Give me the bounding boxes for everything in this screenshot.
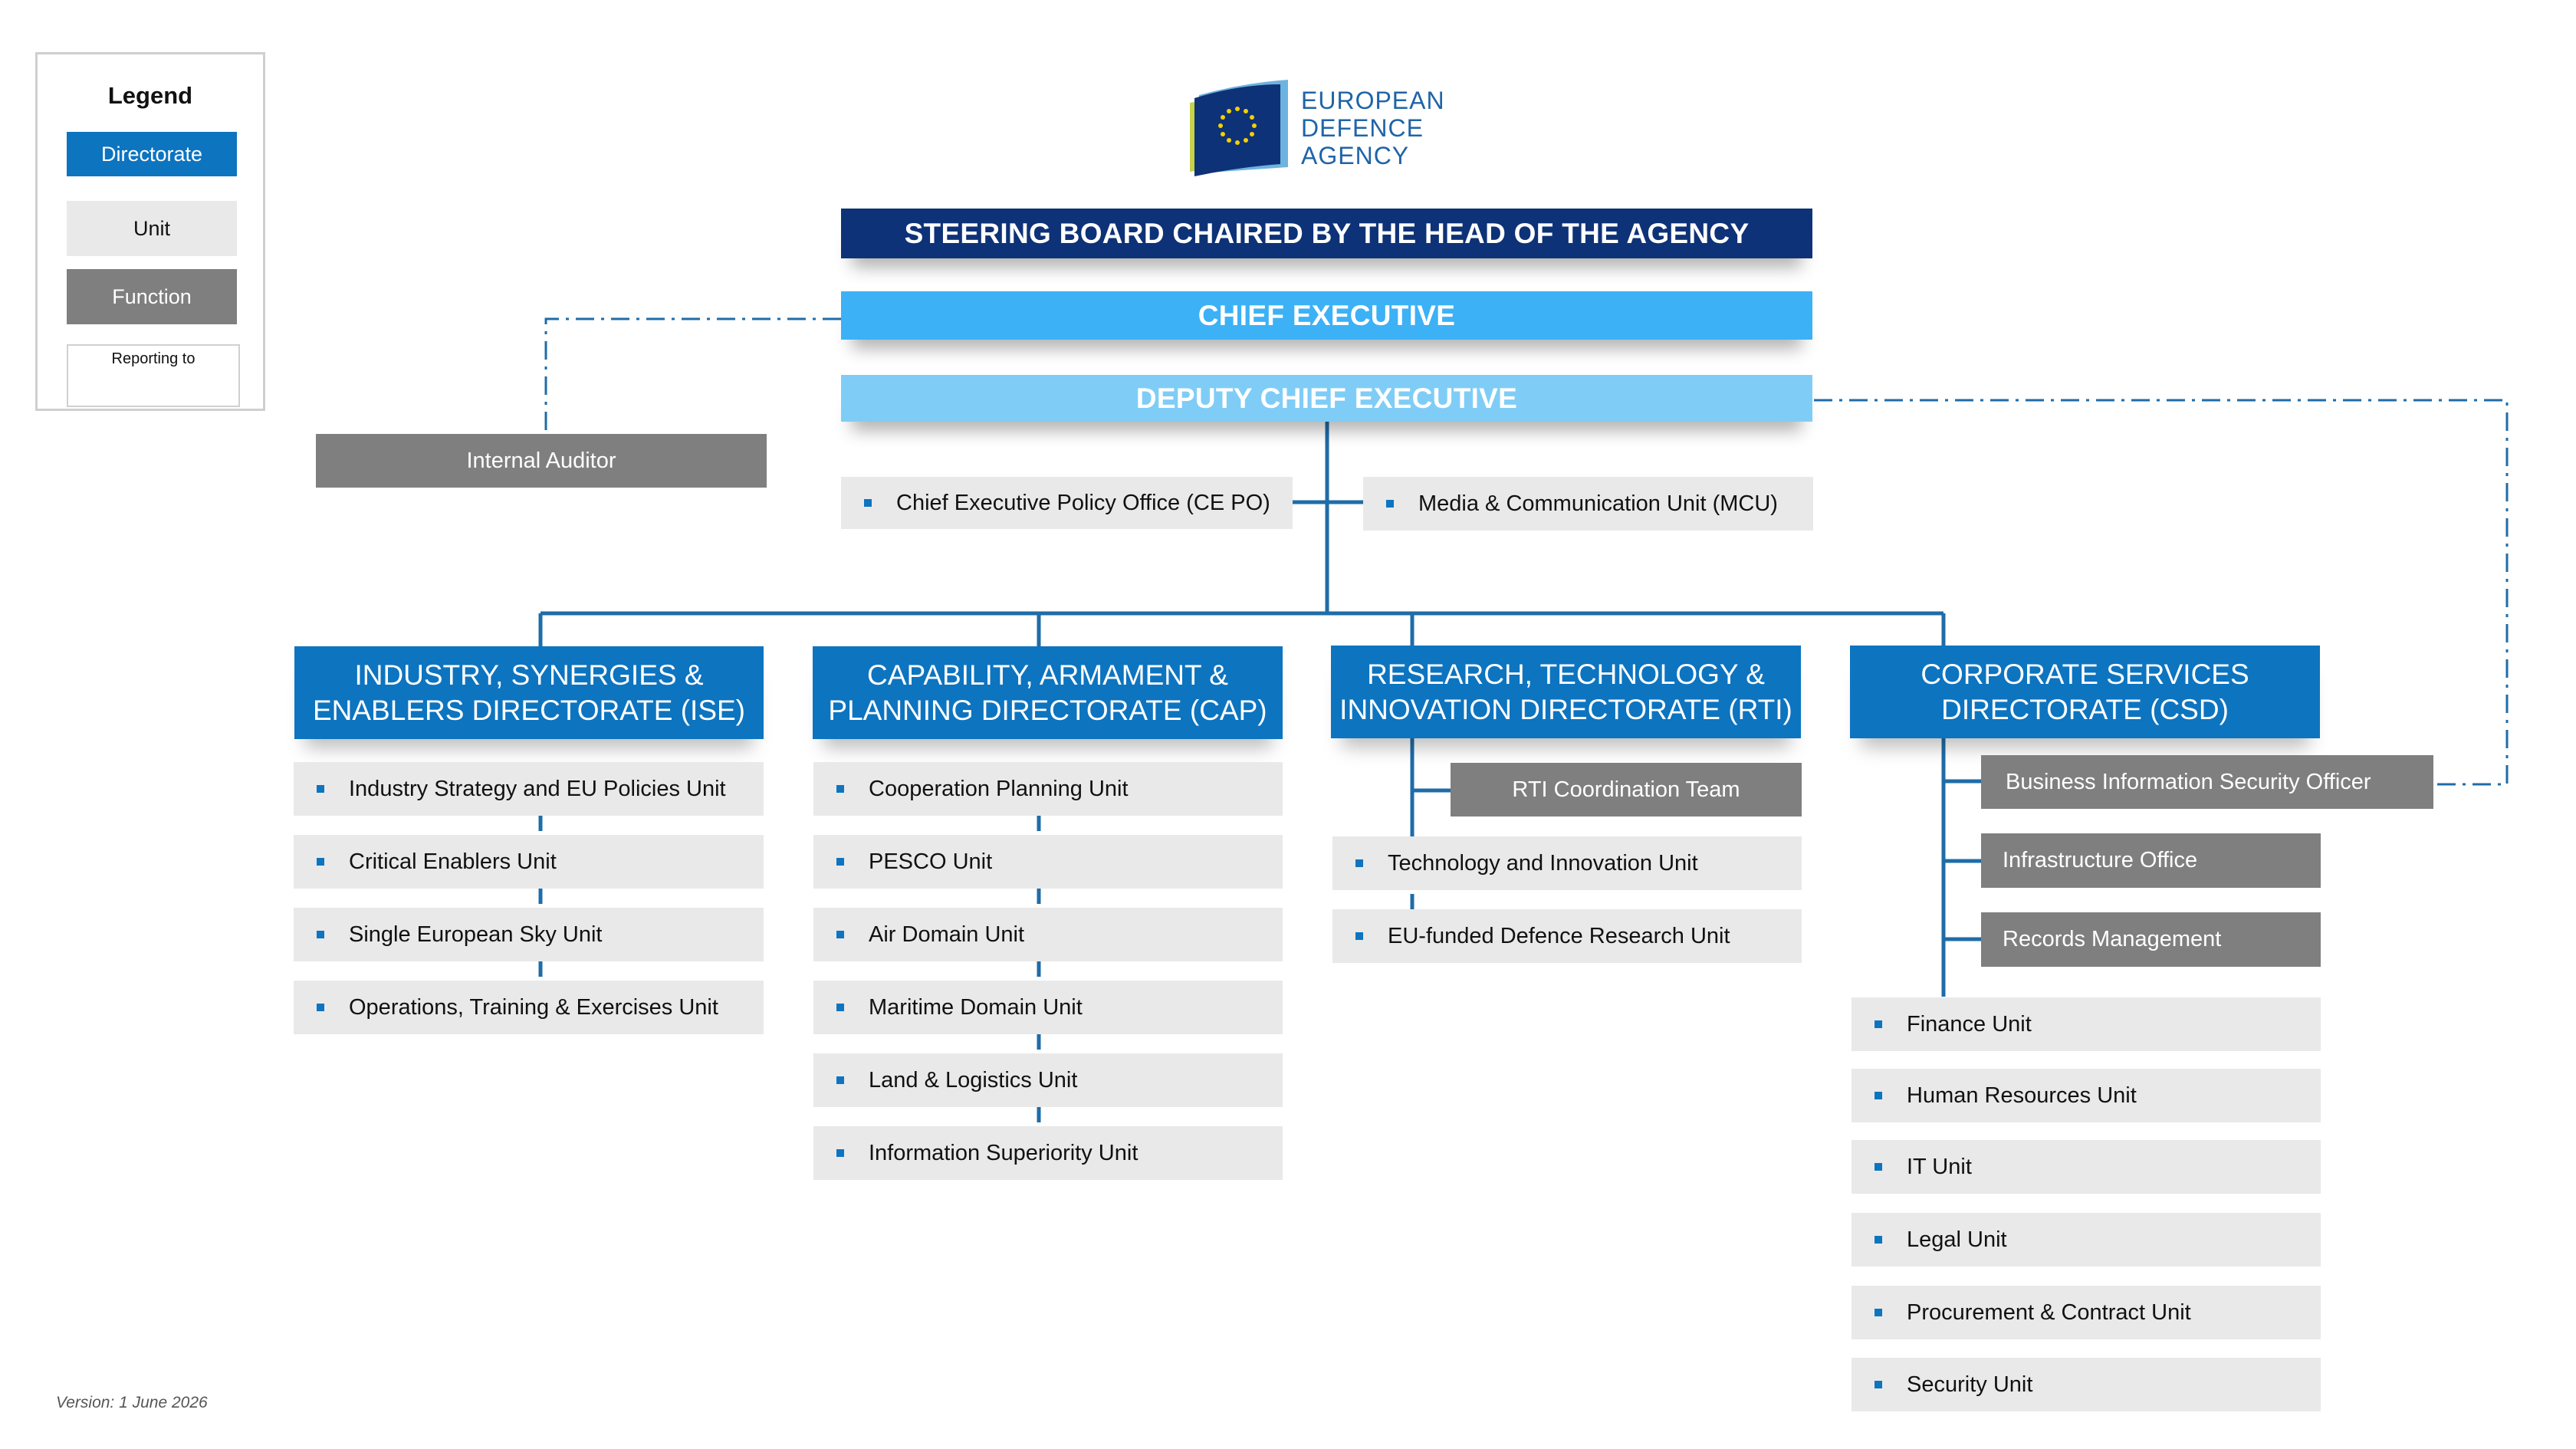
bullet-icon xyxy=(836,858,844,866)
unit-box: Single European Sky Unit xyxy=(294,908,764,961)
ce-policy-office-label: Chief Executive Policy Office (CE PO) xyxy=(896,490,1270,515)
cap-title-line-2: PLANNING DIRECTORATE (CAP) xyxy=(828,694,1267,726)
unit-label: IT Unit xyxy=(1907,1154,1972,1179)
bullet-icon xyxy=(836,1076,844,1084)
unit-label: Information Superiority Unit xyxy=(869,1140,1138,1165)
bullet-icon xyxy=(1355,859,1363,867)
legend-reporting: Reporting to xyxy=(67,344,240,407)
legend-directorate: Directorate xyxy=(67,132,237,176)
rti-coordination-team-box: RTI Coordination Team xyxy=(1451,763,1802,816)
legend-unit: Unit xyxy=(67,201,237,256)
bullet-icon xyxy=(864,499,872,507)
unit-box: Cooperation Planning Unit xyxy=(813,762,1283,816)
unit-label: Land & Logistics Unit xyxy=(869,1067,1078,1092)
unit-box: Land & Logistics Unit xyxy=(813,1053,1283,1107)
bullet-icon xyxy=(317,931,324,938)
unit-box: Information Superiority Unit xyxy=(813,1126,1283,1180)
bullet-icon xyxy=(836,1149,844,1157)
unit-label: Critical Enablers Unit xyxy=(349,849,557,874)
rti-title-line-1: RESEARCH, TECHNOLOGY & xyxy=(1367,658,1765,690)
ise-title-line-2: ENABLERS DIRECTORATE (ISE) xyxy=(312,694,745,726)
unit-box: IT Unit xyxy=(1852,1140,2321,1194)
unit-box: Human Resources Unit xyxy=(1852,1069,2321,1122)
unit-label: Human Resources Unit xyxy=(1907,1083,2137,1108)
unit-label: Cooperation Planning Unit xyxy=(869,776,1129,801)
unit-box: Technology and Innovation Unit xyxy=(1332,836,1802,890)
bullet-icon xyxy=(836,1004,844,1011)
directorate-cap: CAPABILITY, ARMAMENT &PLANNING DIRECTORA… xyxy=(813,646,1283,739)
unit-label: PESCO Unit xyxy=(869,849,993,874)
unit-box: Procurement & Contract Unit xyxy=(1852,1286,2321,1339)
unit-box: PESCO Unit xyxy=(813,835,1283,889)
unit-label: Legal Unit xyxy=(1907,1227,2007,1252)
unit-label: Single European Sky Unit xyxy=(349,922,603,947)
internal-auditor-box: Internal Auditor xyxy=(316,434,767,488)
version-label: Version: 1 June 2026 xyxy=(56,1394,208,1411)
unit-box: Finance Unit xyxy=(1852,997,2321,1051)
unit-box: Air Domain Unit xyxy=(813,908,1283,961)
unit-box: Critical Enablers Unit xyxy=(294,835,764,889)
unit-label: Finance Unit xyxy=(1907,1011,2032,1037)
unit-label: Industry Strategy and EU Policies Unit xyxy=(349,776,726,801)
ce-policy-office-box: Chief Executive Policy Office (CE PO) xyxy=(841,477,1293,529)
directorate-ise: INDUSTRY, SYNERGIES &ENABLERS DIRECTORAT… xyxy=(294,646,764,739)
steering-board-box: STEERING BOARD CHAIRED BY THE HEAD OF TH… xyxy=(841,209,1812,258)
csd-title-line-1: CORPORATE SERVICES xyxy=(1921,658,2249,690)
function-box: Infrastructure Office xyxy=(1981,833,2321,888)
logo-line-2: DEFENCE xyxy=(1301,114,1424,142)
bullet-icon xyxy=(317,1004,324,1011)
logo-line-1: EUROPEAN xyxy=(1301,87,1445,114)
bullet-icon xyxy=(1355,932,1363,940)
bullet-icon xyxy=(836,785,844,793)
unit-box: Operations, Training & Exercises Unit xyxy=(294,981,764,1034)
unit-box: EU-funded Defence Research Unit xyxy=(1332,909,1802,963)
unit-label: Procurement & Contract Unit xyxy=(1907,1300,2191,1325)
unit-label: Security Unit xyxy=(1907,1372,2033,1397)
eda-logo-icon xyxy=(1190,80,1288,176)
unit-label: Maritime Domain Unit xyxy=(869,994,1083,1020)
bullet-icon xyxy=(317,858,324,866)
legend-function: Function xyxy=(67,269,237,324)
bullet-icon xyxy=(1875,1163,1882,1171)
rti-title-line-2: INNOVATION DIRECTORATE (RTI) xyxy=(1339,693,1792,725)
function-box: Business Information Security Officer xyxy=(1981,755,2433,809)
unit-box: Industry Strategy and EU Policies Unit xyxy=(294,762,764,816)
directorate-rti: RESEARCH, TECHNOLOGY &INNOVATION DIRECTO… xyxy=(1331,646,1801,738)
bullet-icon xyxy=(1875,1092,1882,1099)
csd-title-line-2: DIRECTORATE (CSD) xyxy=(1941,693,2229,725)
bullet-icon xyxy=(1875,1381,1882,1388)
cap-title-line-1: CAPABILITY, ARMAMENT & xyxy=(867,659,1228,691)
bullet-icon xyxy=(1875,1236,1882,1244)
bullet-icon xyxy=(1875,1309,1882,1316)
unit-label: Air Domain Unit xyxy=(869,922,1025,947)
bullet-icon xyxy=(1386,500,1394,508)
logo-line-3: AGENCY xyxy=(1301,142,1410,169)
unit-box: Legal Unit xyxy=(1852,1213,2321,1267)
media-unit-label: Media & Communication Unit (MCU) xyxy=(1418,491,1778,516)
media-unit-box: Media & Communication Unit (MCU) xyxy=(1363,477,1813,531)
ise-title-line-1: INDUSTRY, SYNERGIES & xyxy=(354,659,704,691)
unit-label: EU-funded Defence Research Unit xyxy=(1388,923,1730,948)
legend: Legend Directorate Unit Function Reporti… xyxy=(35,52,265,411)
unit-box: Maritime Domain Unit xyxy=(813,981,1283,1034)
legend-title: Legend xyxy=(107,82,193,109)
function-box: Records Management xyxy=(1981,912,2321,967)
bullet-icon xyxy=(1875,1020,1882,1028)
chief-executive-box: CHIEF EXECUTIVE xyxy=(841,291,1812,340)
bullet-icon xyxy=(317,785,324,793)
unit-label: Operations, Training & Exercises Unit xyxy=(349,994,718,1020)
legend-reporting-label: Reporting to xyxy=(111,350,196,367)
deputy-chief-executive-box: DEPUTY CHIEF EXECUTIVE xyxy=(841,375,1812,422)
eda-logo-text: EUROPEAN DEFENCE AGENCY xyxy=(1301,87,1445,169)
unit-box: Security Unit xyxy=(1852,1358,2321,1411)
bullet-icon xyxy=(836,931,844,938)
unit-label: Technology and Innovation Unit xyxy=(1388,850,1698,876)
